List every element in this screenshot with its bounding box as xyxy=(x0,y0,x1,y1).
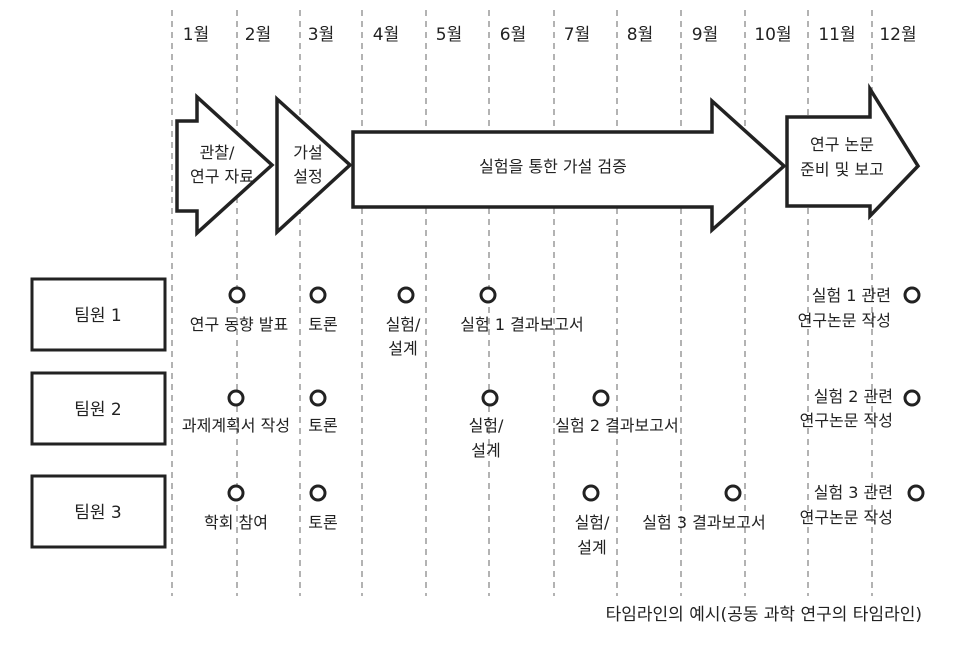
event-label: 설계 xyxy=(471,441,500,460)
month-label: 2월 xyxy=(245,25,271,45)
phase-experiment-arrow xyxy=(351,97,787,234)
member-box xyxy=(30,474,167,549)
month-label: 9월 xyxy=(692,25,718,45)
phase-arrows: 관찰/ 연구 자료 가설 설정 실험을 통한 가설 검증 연구 논문 준비 및 … xyxy=(175,82,921,237)
phase-hypothesis-arrow xyxy=(275,95,353,236)
event-label: 실험 2 관련 xyxy=(814,387,893,406)
member-box xyxy=(30,371,167,446)
phase-observation-arrow xyxy=(175,93,275,237)
event-marker xyxy=(582,484,600,502)
phase-report-label: 연구 논문 xyxy=(810,135,874,154)
member-1-events: 연구 동향 발표 토론 실험/ 설계 실험 1 결과보고서 실험 1 관련 연구… xyxy=(190,286,891,358)
phase-hypothesis-label: 설정 xyxy=(293,167,322,186)
event-marker xyxy=(227,484,245,502)
member-name: 팀원 1 xyxy=(74,306,122,326)
event-marker xyxy=(903,389,921,407)
phase-report-arrow xyxy=(785,82,921,221)
event-label: 학회 참여 xyxy=(204,513,268,532)
month-header: 1월 2월 3월 4월 5월 6월 7월 8월 9월 10월 11월 12월 xyxy=(183,25,917,45)
event-marker xyxy=(724,484,742,502)
month-label: 4월 xyxy=(373,25,399,45)
event-marker xyxy=(903,286,921,304)
event-marker xyxy=(228,286,246,304)
member-3-events: 학회 참여 토론 실험/ 설계 실험 3 결과보고서 실험 3 관련 연구논문 … xyxy=(204,483,893,557)
event-marker xyxy=(309,389,327,407)
event-label: 연구 동향 발표 xyxy=(190,315,289,334)
event-label: 과제계획서 작성 xyxy=(182,416,290,435)
figure-caption: 타임라인의 예시(공동 과학 연구의 타임라인) xyxy=(606,605,922,625)
event-marker xyxy=(227,389,245,407)
event-label: 실험 3 결과보고서 xyxy=(642,513,765,532)
event-label: 실험 1 관련 xyxy=(812,286,891,305)
event-label: 토론 xyxy=(308,513,337,532)
event-label: 실험/ xyxy=(386,315,421,334)
event-label: 실험/ xyxy=(575,513,610,532)
event-markers xyxy=(227,286,925,502)
event-label: 실험 1 결과보고서 xyxy=(460,315,583,334)
member-name: 팀원 3 xyxy=(74,503,122,523)
event-marker xyxy=(309,286,327,304)
event-label: 실험/ xyxy=(469,416,504,435)
phase-observation-label: 연구 자료 xyxy=(190,167,254,186)
month-label: 6월 xyxy=(500,25,526,45)
event-label: 토론 xyxy=(308,416,337,435)
phase-report-label: 준비 및 보고 xyxy=(800,160,884,179)
member-name: 팀원 2 xyxy=(74,400,122,420)
phase-experiment-label: 실험을 통한 가설 검증 xyxy=(479,157,627,176)
event-label: 연구논문 작성 xyxy=(800,411,893,430)
member-2-events: 과제계획서 작성 토론 실험/ 설계 실험 2 결과보고서 실험 2 관련 연구… xyxy=(182,387,893,460)
member-box xyxy=(30,277,167,352)
month-label: 12월 xyxy=(879,25,916,45)
month-label: 1월 xyxy=(183,25,209,45)
month-label: 10월 xyxy=(754,25,791,45)
event-marker xyxy=(592,389,610,407)
event-label: 연구논문 작성 xyxy=(800,508,893,527)
event-label: 토론 xyxy=(308,315,337,334)
phase-observation-label: 관찰/ xyxy=(200,143,235,162)
event-marker xyxy=(479,286,497,304)
event-marker xyxy=(907,484,925,502)
member-boxes: 팀원 1 팀원 2 팀원 3 xyxy=(30,277,167,549)
event-label: 설계 xyxy=(388,339,417,358)
event-label: 연구논문 작성 xyxy=(798,311,891,330)
event-marker xyxy=(397,286,415,304)
event-label: 실험 2 결과보고서 xyxy=(555,416,678,435)
phase-hypothesis-label: 가설 xyxy=(293,143,322,162)
event-label: 설계 xyxy=(577,538,606,557)
month-label: 8월 xyxy=(627,25,653,45)
month-label: 5월 xyxy=(436,25,462,45)
event-marker xyxy=(309,484,327,502)
month-label: 11월 xyxy=(818,25,855,45)
event-marker xyxy=(481,389,499,407)
event-label: 실험 3 관련 xyxy=(814,483,893,502)
month-label: 7월 xyxy=(564,25,590,45)
month-label: 3월 xyxy=(308,25,334,45)
